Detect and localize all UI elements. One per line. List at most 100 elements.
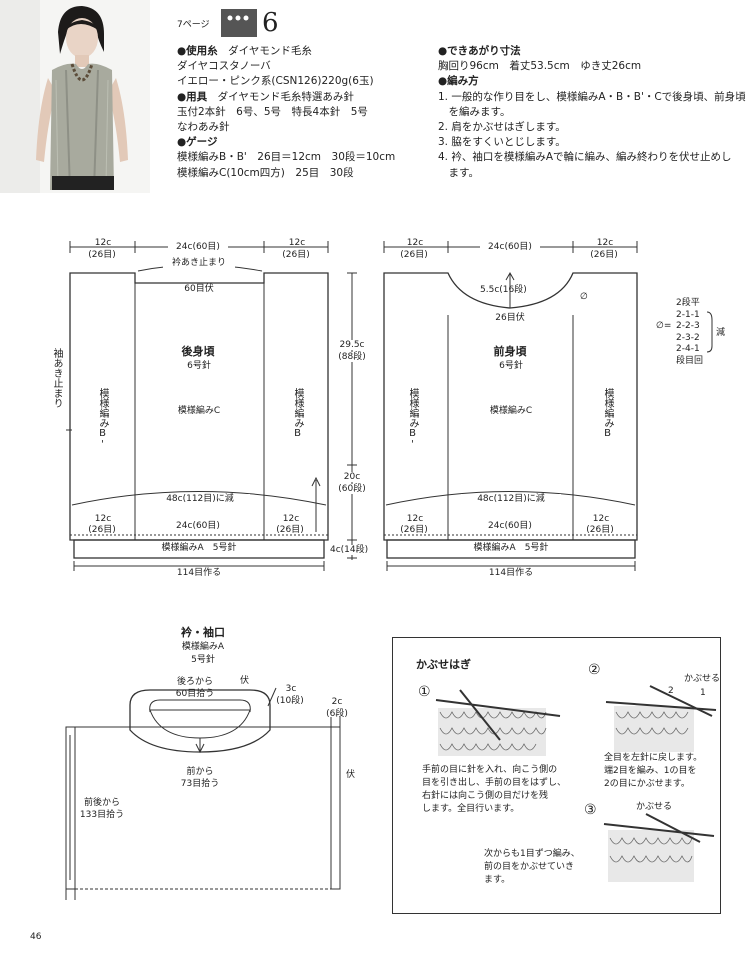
neck-decrease-label: 減 — [716, 328, 726, 338]
collar-outer — [129, 689, 271, 753]
side-mid-rows: (60段) — [332, 484, 372, 494]
yarn-name: ダイヤモンド毛糸 — [228, 45, 312, 57]
front-top-left-sts: (26目) — [400, 250, 428, 260]
neck-row: 段目回 — [676, 355, 704, 366]
neck-row: 2-4-1 — [676, 344, 700, 354]
tools-line2: 玉付2本針 6号、5号 特長4本針 5号 — [177, 105, 368, 118]
collar-width-rows: (10段) — [276, 696, 304, 706]
step3-num: ③ — [584, 802, 597, 818]
armhole-stop: 袖あき止まり — [51, 348, 62, 408]
front-needle: 6号針 — [499, 361, 523, 371]
front-body-outline — [383, 272, 638, 541]
back-bind-off: 60目伏 — [184, 284, 214, 294]
step-line: ます。 — [438, 166, 479, 179]
neck-row: 2-3-2 — [676, 332, 700, 343]
front-top-right-sts: (26目) — [590, 250, 618, 260]
collar-width: 3c — [285, 684, 297, 694]
neck-phi: ∅= — [656, 321, 672, 331]
collar-back-pick: 後ろから — [176, 677, 213, 687]
model-illustration — [0, 0, 150, 193]
step2-n2: 2 — [668, 686, 674, 696]
side-total-rows: (88段) — [332, 352, 372, 362]
step-line: 1. 一般的な作り目をし、模様編みA・B・B'・Cで後身頃、前身頃 — [438, 90, 746, 103]
front-decrease: 48c(112目)に減 — [461, 494, 561, 504]
step2-num: ② — [588, 662, 601, 678]
front-ribbing — [386, 539, 636, 559]
pattern-number: 6 — [262, 8, 279, 38]
back-top-right: 12c — [288, 238, 306, 248]
collar-front-pick2: 73目拾う — [180, 779, 220, 789]
back-title: 後身頃 — [181, 345, 215, 358]
yarn-title: ●使用糸 — [177, 45, 218, 57]
flower-icon — [227, 15, 249, 21]
page-ref: 7ページ — [177, 20, 210, 30]
step2-line: 2の目にかぶせます。 — [604, 779, 690, 789]
tools-line1: ダイヤモンド毛糸特選あみ針 — [217, 90, 354, 103]
back-bot-right: 12c — [282, 514, 300, 524]
step2-n1: 1 — [700, 688, 706, 698]
step1-text: 手前の目に針を入れ、向こう側の 目を引き出し、手前の目をはずし、 右針には向こう… — [422, 764, 566, 816]
kabuse-illustrations — [435, 685, 717, 882]
back-decrease: 48c(112目)に減 — [150, 494, 250, 504]
step3-line: 次からも1目ずつ編み、 — [484, 849, 580, 859]
step-line: 2. 肩をかぶせはぎします。 — [438, 121, 566, 134]
page-number: 46 — [30, 932, 42, 942]
sleeve-bind: 伏 — [346, 770, 356, 780]
step-line: 3. 脇をすくいとじします。 — [438, 136, 566, 149]
back-bot-mid: 24c(60目) — [176, 521, 220, 531]
back-bot-left-sts: (26目) — [88, 525, 116, 535]
yarn-color: イエロー・ピンク系(CSN126)220g(6玉) — [177, 75, 374, 88]
back-ribbing — [73, 539, 325, 559]
gauge-line2: 模様編みC(10cm四方) 25目 30段 — [177, 166, 354, 179]
front-decrease-arc — [385, 491, 636, 506]
sleeve-rows: (6段) — [326, 709, 348, 719]
side-mid-h: 20c — [338, 472, 366, 482]
step2-line: 全目を左針に戻します。 — [604, 753, 703, 763]
method-block: ●できあがり寸法 胸回り96cm 着丈53.5cm ゆき丈26cm ●編み方 1… — [438, 44, 746, 181]
neck-decrease-table: 2段平 2-1-1 2-2-3 2-3-2 2-4-1 段目回 — [676, 298, 703, 367]
step2-line: 端2目を編み、1の目を — [604, 766, 697, 776]
front-neck-depth: 5.5c(16段) — [480, 285, 527, 295]
front-top-mid: 24c(60目) — [480, 242, 540, 252]
front-cast-on: 114目作る — [486, 568, 536, 578]
yarn-sub: ダイヤコスタノーバ — [177, 60, 271, 73]
back-top-mid: 24c(60目) — [168, 242, 228, 252]
tools-title: ●用具 — [177, 90, 208, 103]
back-bot-right-sts: (26目) — [276, 525, 304, 535]
sleeve-pick1: 前後から — [76, 798, 128, 808]
front-phi: ∅ — [580, 292, 588, 302]
step-line: を編みます。 — [438, 105, 511, 118]
front-pattern-c: 模様編みC — [489, 406, 533, 416]
gauge-title: ●ゲージ — [177, 136, 218, 149]
front-bot-mid: 24c(60目) — [488, 521, 532, 531]
front-bot-left: 12c — [406, 514, 424, 524]
method-title: ●編み方 — [438, 75, 479, 88]
back-pattern-b-left: 模様編みB' — [97, 388, 108, 450]
step1-line: 目を引き出し、手前の目をはずし、 — [422, 778, 567, 788]
front-pattern-b-left: 模様編みB' — [407, 388, 418, 450]
back-neck-stop: 衿あき止まり — [163, 258, 235, 268]
back-needle: 6号針 — [187, 361, 211, 371]
step1-line: 右針には向こう側の目だけを残 — [422, 791, 549, 801]
back-decrease-arc — [71, 491, 327, 506]
front-top-right: 12c — [596, 238, 614, 248]
sleeve-pick2: 133目拾う — [76, 810, 128, 820]
collar-back-pick2: 60目拾う — [175, 689, 215, 699]
kabuse-title: かぶせはぎ — [416, 658, 471, 671]
step-line: 4. 衿、袖口を模様編みAで輪に編み、編み終わりを伏せ止めし — [438, 151, 732, 164]
step3-line: ます。 — [484, 875, 511, 885]
materials-block: ●使用糸 ダイヤモンド毛糸 ダイヤコスタノーバ イエロー・ピンク系(CSN126… — [177, 44, 395, 181]
neck-row: 2段平 — [676, 298, 700, 308]
kabuse-box — [392, 637, 721, 914]
back-ribbing-label: 模様編みA 5号針 — [161, 543, 237, 553]
back-bot-left: 12c — [94, 514, 112, 524]
sleeve-width: 2c — [331, 697, 343, 707]
front-bot-right: 12c — [592, 514, 610, 524]
size-title: ●できあがり寸法 — [438, 45, 521, 57]
back-cast-on: 114目作る — [174, 568, 224, 578]
step3-text: 次からも1目ずつ編み、 前の目をかぶせていき ます。 — [484, 848, 580, 887]
collar-title: 衿・袖口 — [181, 626, 225, 639]
collar-bind: 伏 — [240, 676, 250, 686]
neck-row: 2-1-1 — [676, 309, 700, 320]
